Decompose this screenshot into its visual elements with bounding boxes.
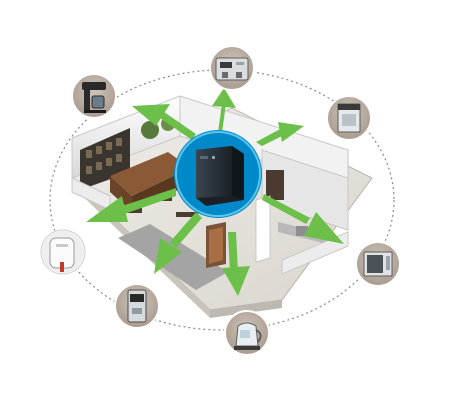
appliance-water-dispenser[interactable] (114, 283, 160, 329)
cafe-counter (110, 152, 190, 196)
cafe-counter-front (110, 176, 132, 212)
plant (141, 121, 159, 139)
arrow-left (86, 188, 176, 222)
water-heater-icon (49, 237, 75, 272)
water-filtration-unit-icon (196, 146, 244, 206)
arrow-down (222, 232, 250, 296)
arrow-down-left (154, 212, 202, 274)
door-panel (209, 227, 223, 264)
water-dispenser-icon (127, 289, 147, 323)
kitchen-sink (296, 226, 308, 236)
coffee-brewer-icon (82, 82, 106, 113)
distribution-arrows (86, 88, 344, 296)
shelf-items (86, 138, 122, 174)
appliance-water-heater[interactable] (40, 229, 86, 275)
kitchen-fridge (266, 170, 284, 200)
electric-kettle-icon (234, 322, 262, 350)
orbit-ring (49, 69, 395, 331)
partition-wall (255, 195, 271, 263)
arrow-up (212, 88, 236, 132)
arrow-upper-left (132, 104, 196, 140)
floor-edge-right (210, 300, 282, 318)
appliance-electric-kettle[interactable] (224, 310, 270, 356)
arrow-upper-right (256, 122, 304, 146)
combi-oven-icon (363, 251, 393, 277)
appliance-combi-oven[interactable] (355, 241, 401, 287)
appliance-coffee-brewer[interactable] (71, 73, 117, 119)
arrow-right (262, 194, 344, 244)
central-unit-callout (174, 130, 262, 218)
appliance-espresso-machine[interactable] (209, 45, 255, 91)
front-wall-right (281, 231, 349, 275)
appliance-ice-maker[interactable] (326, 95, 372, 141)
ice-maker-icon (337, 103, 361, 133)
espresso-machine-icon (215, 57, 249, 81)
